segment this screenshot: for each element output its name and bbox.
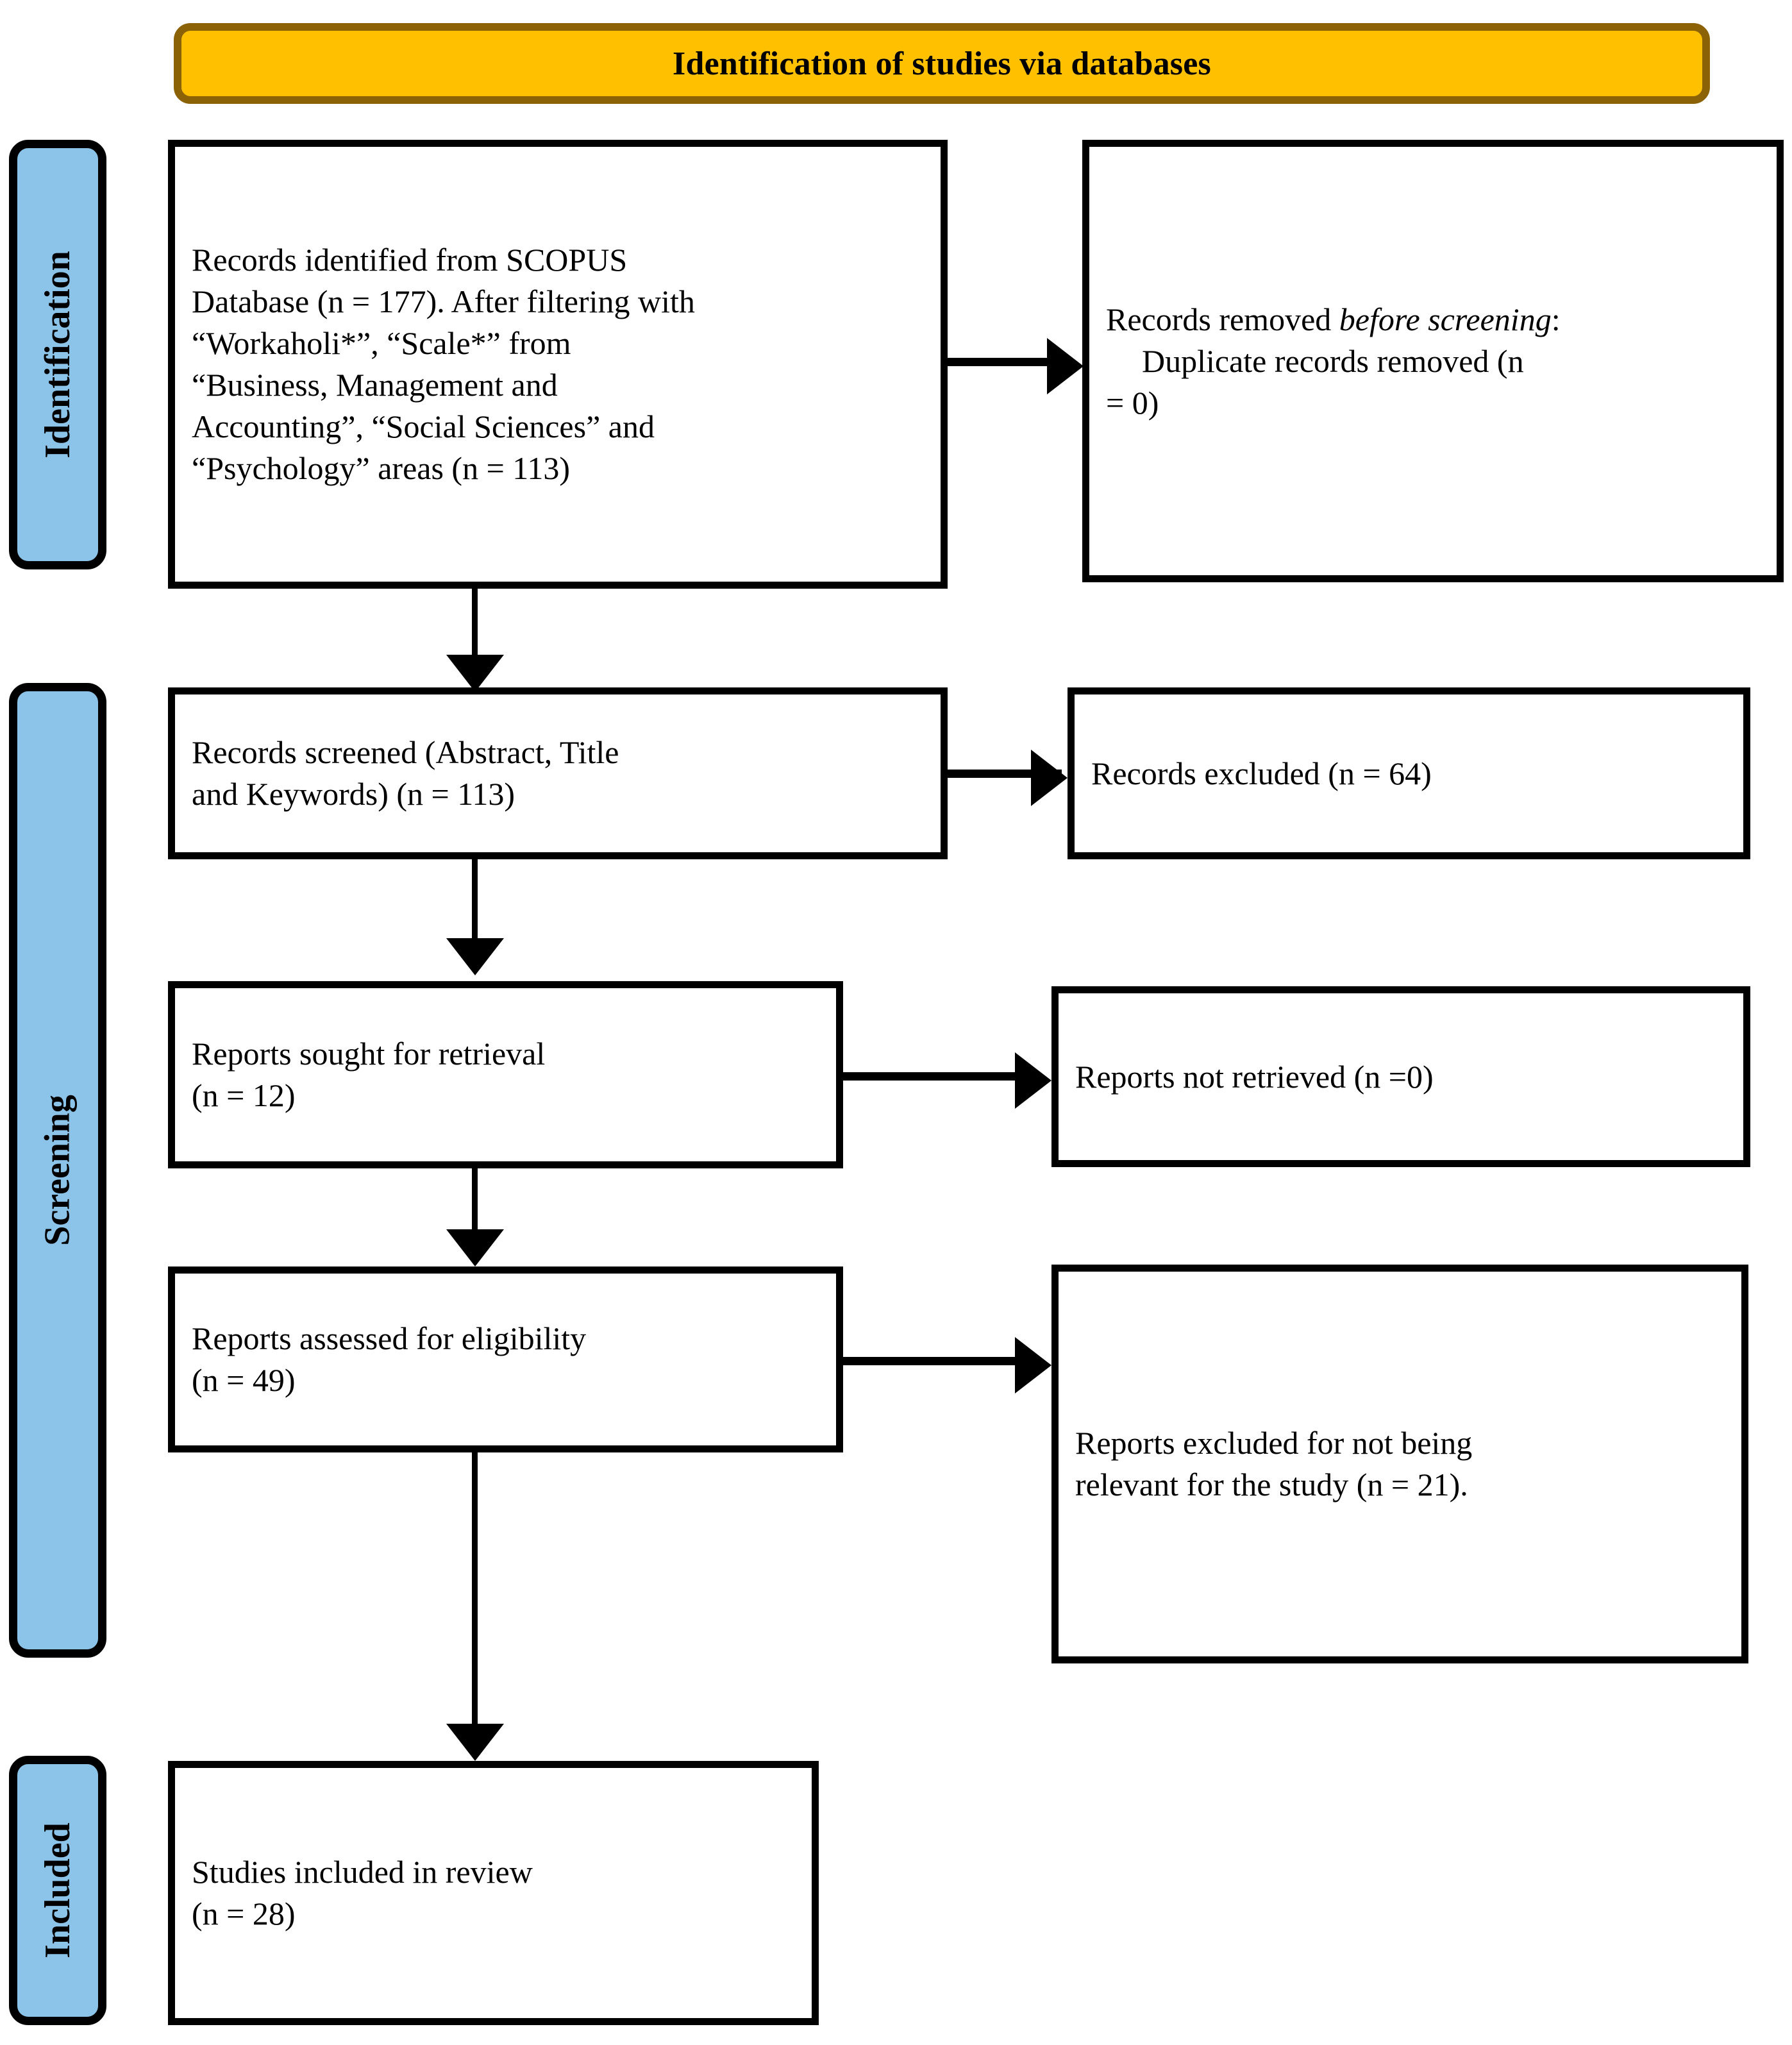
arrow-assessed-to-notrelevant-line — [843, 1357, 1015, 1365]
records-screened-line-2: and Keywords) (n = 113) — [192, 776, 515, 812]
studies-included-line-1: Studies included in review — [192, 1854, 533, 1890]
box-reports-assessed-for-eligibility: Reports assessed for eligibility (n = 49… — [168, 1267, 843, 1452]
records-screened-line-1: Records screened (Abstract, Title — [192, 734, 619, 770]
reports-sought-line-1: Reports sought for retrieval — [192, 1036, 546, 1072]
stage-label-included-text: Included — [38, 1822, 78, 1958]
box-reports-excluded-not-relevant: Reports excluded for not being relevant … — [1051, 1265, 1748, 1663]
records-removed-line-1-plain: Records removed — [1106, 301, 1339, 337]
reports-not-relevant-line-1: Reports excluded for not being — [1075, 1425, 1473, 1461]
arrow-identified-to-removed-head-icon — [1047, 338, 1084, 394]
records-identified-line-4: “Business, Management and — [192, 367, 558, 403]
arrow-screened-to-excluded-head-icon — [1031, 750, 1068, 806]
box-records-removed-text: Records removed before screening: Duplic… — [1089, 299, 1777, 424]
records-identified-line-3: “Workaholi*”, “Scale*” from — [192, 325, 571, 361]
records-excluded-line-1: Records excluded (n = 64) — [1091, 755, 1432, 791]
reports-assessed-line-1: Reports assessed for eligibility — [192, 1320, 587, 1356]
arrow-screened-to-sought-head-icon — [446, 938, 504, 975]
arrow-assessed-to-included-head-icon — [446, 1724, 504, 1761]
reports-not-relevant-line-2: relevant for the study (n = 21). — [1075, 1467, 1468, 1502]
box-records-excluded-text: Records excluded (n = 64) — [1075, 753, 1743, 795]
records-removed-line-1-italic: before screening — [1339, 301, 1552, 337]
box-reports-assessed-text: Reports assessed for eligibility (n = 49… — [175, 1318, 836, 1401]
stage-label-identification: Identification — [9, 140, 106, 569]
arrow-sought-to-notretrieved-line — [843, 1072, 1015, 1081]
stage-label-identification-text: Identification — [38, 251, 78, 459]
arrow-identified-to-removed-line — [948, 358, 1071, 366]
banner-title: Identification of studies via databases — [673, 45, 1211, 82]
arrow-assessed-to-notrelevant-head-icon — [1015, 1337, 1051, 1393]
box-records-screened-text: Records screened (Abstract, Title and Ke… — [175, 732, 941, 815]
records-identified-line-5: Accounting”, “Social Sciences” and — [192, 408, 655, 444]
box-reports-not-retrieved-text: Reports not retrieved (n =0) — [1059, 1056, 1743, 1098]
arrow-screened-to-sought-line — [472, 859, 478, 938]
reports-not-retrieved-line-1: Reports not retrieved (n =0) — [1075, 1058, 1434, 1095]
records-identified-line-2: Database (n = 177). After filtering with — [192, 283, 695, 319]
box-records-screened: Records screened (Abstract, Title and Ke… — [168, 687, 948, 859]
records-removed-line-1-tail: : — [1551, 301, 1561, 337]
arrow-sought-to-assessed-line — [472, 1168, 478, 1231]
records-identified-line-6: “Psychology” areas (n = 113) — [192, 450, 571, 486]
studies-included-line-2: (n = 28) — [192, 1896, 296, 1931]
box-reports-sought-text: Reports sought for retrieval (n = 12) — [175, 1033, 836, 1116]
box-reports-sought-for-retrieval: Reports sought for retrieval (n = 12) — [168, 981, 843, 1168]
box-records-excluded: Records excluded (n = 64) — [1068, 687, 1750, 859]
arrow-identified-to-screened-head-icon — [446, 655, 504, 692]
stage-label-screening: Screening — [9, 683, 106, 1658]
box-studies-included-text: Studies included in review (n = 28) — [175, 1851, 812, 1935]
records-removed-line-2: Duplicate records removed (n — [1142, 342, 1524, 379]
reports-sought-line-2: (n = 12) — [192, 1077, 296, 1113]
records-removed-line-3: = 0) — [1106, 384, 1159, 421]
arrow-sought-to-assessed-head-icon — [446, 1229, 504, 1267]
arrow-sought-to-notretrieved-head-icon — [1015, 1052, 1051, 1109]
stage-label-screening-text: Screening — [38, 1095, 78, 1246]
box-records-identified: Records identified from SCOPUS Database … — [168, 140, 948, 589]
box-studies-included-in-review: Studies included in review (n = 28) — [168, 1761, 819, 2025]
box-records-removed-before-screening: Records removed before screening: Duplic… — [1082, 140, 1784, 582]
box-reports-excluded-not-relevant-text: Reports excluded for not being relevant … — [1059, 1422, 1741, 1506]
records-identified-line-1: Records identified from SCOPUS — [192, 242, 628, 278]
box-records-identified-text: Records identified from SCOPUS Database … — [175, 239, 941, 489]
arrow-identified-to-screened-line — [472, 589, 478, 662]
banner-identification-via-databases: Identification of studies via databases — [174, 23, 1710, 104]
box-reports-not-retrieved: Reports not retrieved (n =0) — [1051, 986, 1750, 1167]
stage-label-included: Included — [9, 1756, 106, 2025]
reports-assessed-line-2: (n = 49) — [192, 1362, 296, 1398]
arrow-assessed-to-included-line — [472, 1452, 478, 1724]
